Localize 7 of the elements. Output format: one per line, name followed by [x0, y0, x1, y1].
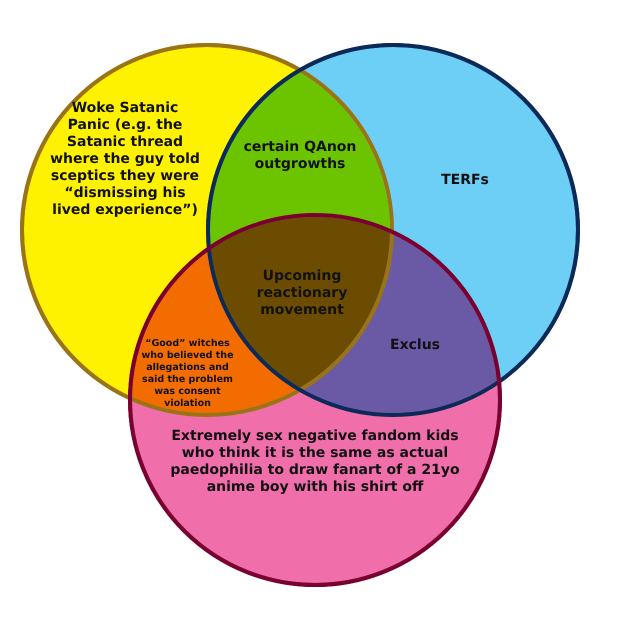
region-label: TERFs — [440, 172, 490, 189]
region-label: Woke Satanic Panic (e.g. the Satanic thread where the guy told sceptics they were “dismissing his lived experience”) — [50, 100, 200, 219]
region-label: Exclus — [389, 337, 441, 354]
region-label: Extremely sex negative fandom kids who think it is the same as actual paedophilia to draw fanart of a 21yo anime boy with his shirt off — [169, 428, 461, 496]
region-label: certain QAnon outgrowths — [242, 139, 358, 173]
region-label: “Good” witches who believed the allegations and said the problem was consent violation — [140, 338, 235, 410]
region-label: Upcoming reactionary movement — [256, 268, 348, 319]
